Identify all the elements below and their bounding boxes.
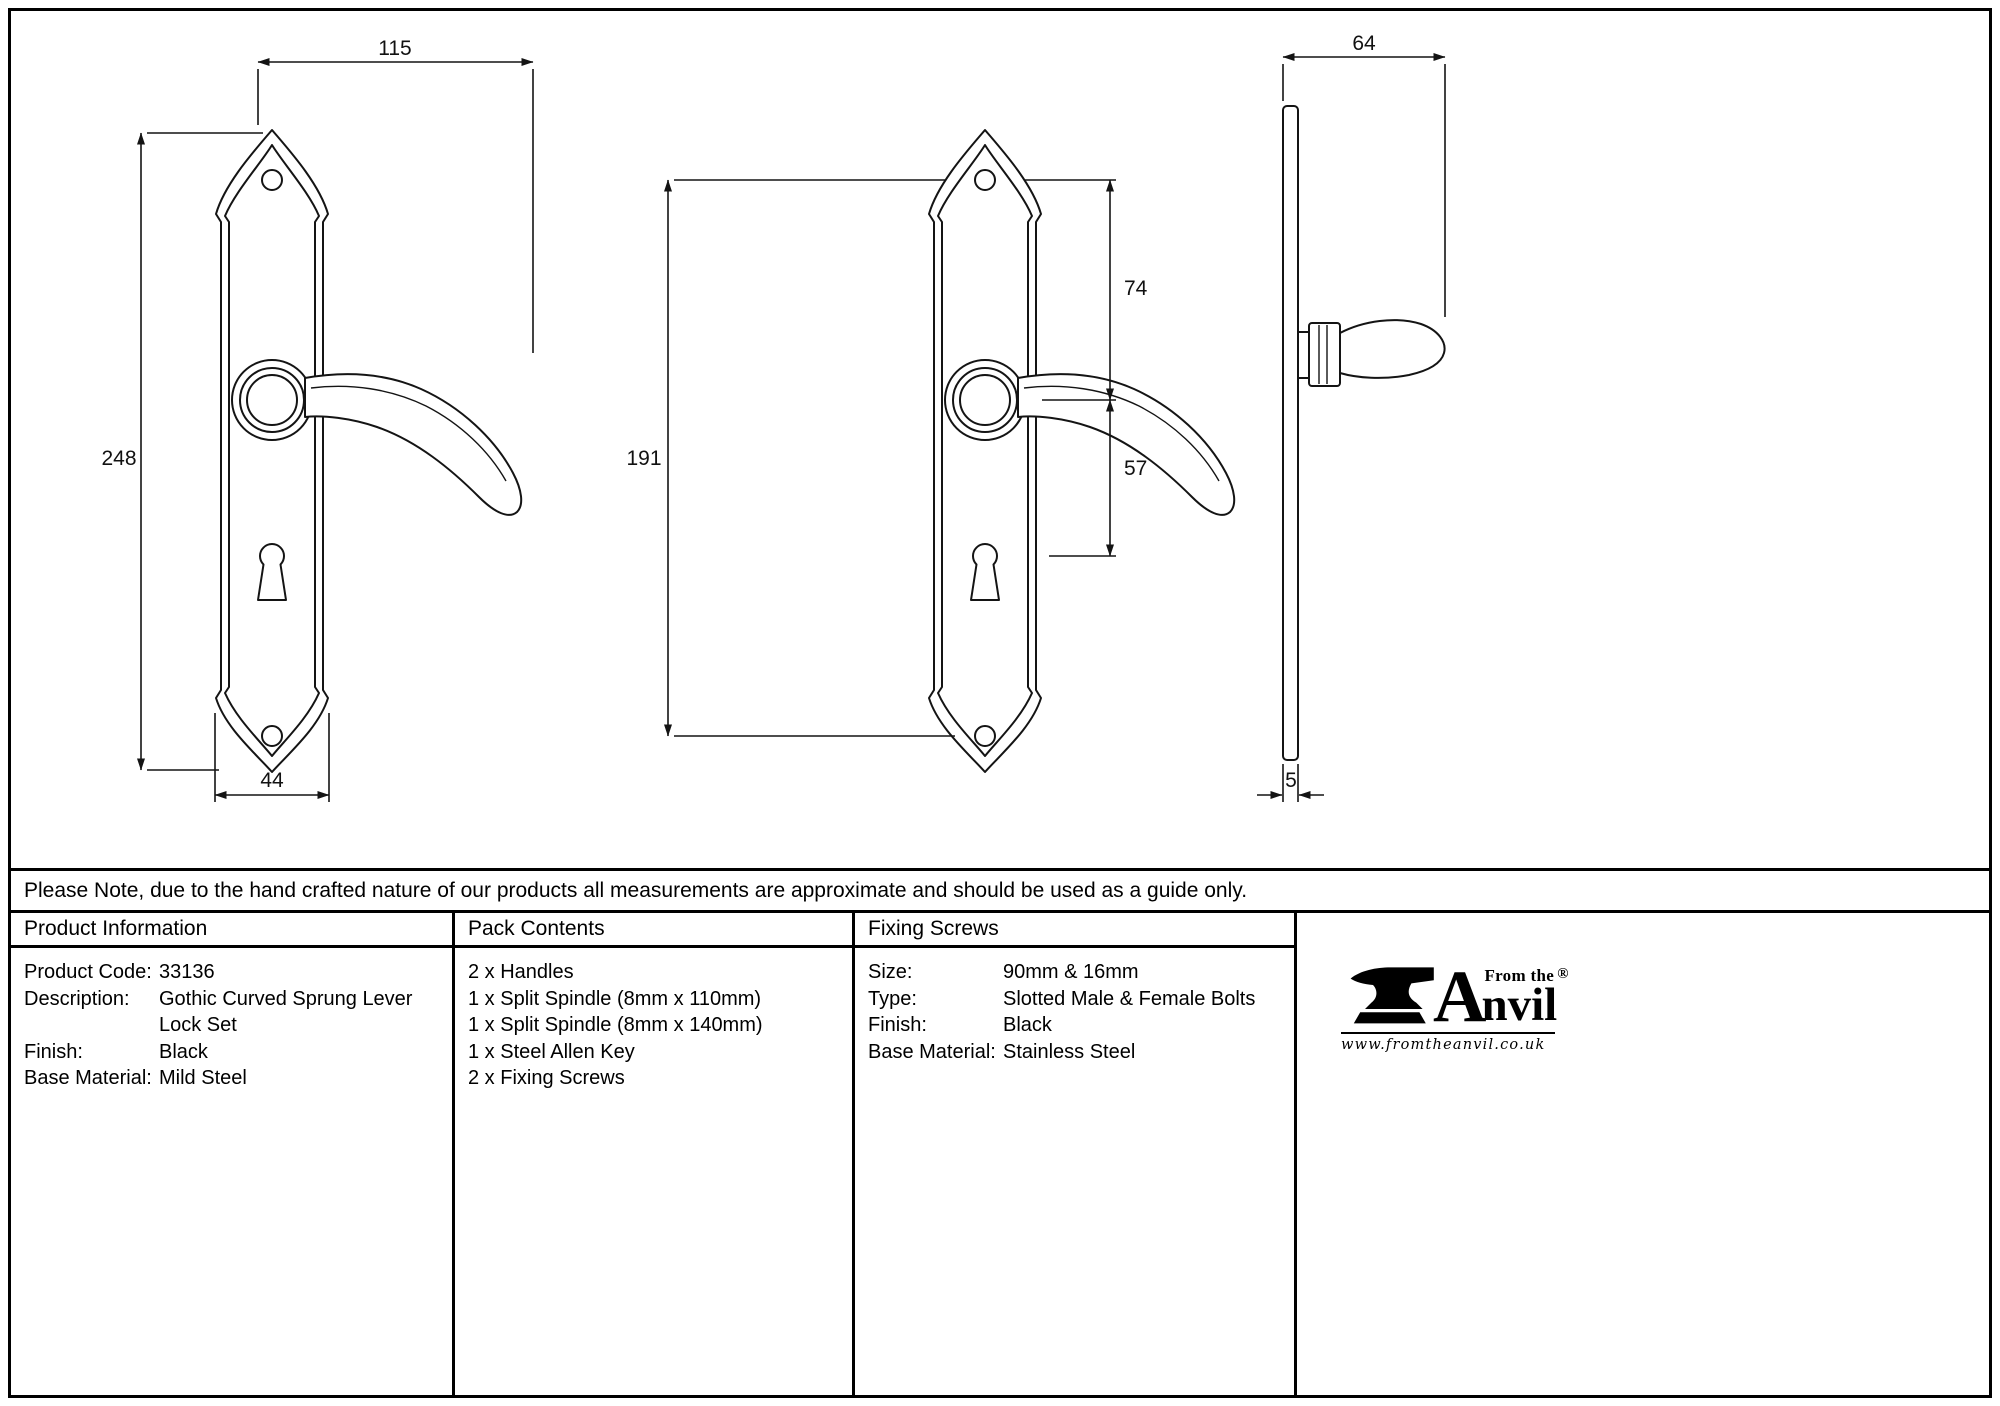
description-row: Description: Gothic Curved Sprung Lever … xyxy=(24,986,452,1039)
dim-plate-width-label: 44 xyxy=(260,769,284,792)
logo-initial: A xyxy=(1433,955,1487,1038)
dim-spindle-to-keyhole: 57 xyxy=(1049,399,1147,557)
base-material-value: Mild Steel xyxy=(159,1067,247,1089)
pack-item: 2 x Handles xyxy=(468,961,574,983)
brand-logo-cell: A From the nvil ® www.fromtheanvil.co.uk xyxy=(1297,913,1989,1395)
logo-tagline: From the xyxy=(1484,966,1555,986)
screw-size-row: Size: 90mm & 16mm xyxy=(868,959,1294,986)
dim-plate-thickness-label: 5 xyxy=(1285,769,1297,792)
pack-contents-header: Pack Contents xyxy=(455,913,855,948)
screw-size-label: Size: xyxy=(868,961,913,983)
website-url: www.fromtheanvil.co.uk xyxy=(1341,1032,1555,1053)
brand-logo: A From the nvil ® xyxy=(1341,955,1989,1038)
dim-projection-label: 64 xyxy=(1352,32,1376,55)
screw-material-value: Stainless Steel xyxy=(1003,1040,1136,1063)
finish-row: Finish: Black xyxy=(24,1039,452,1066)
screw-type-label: Type: xyxy=(868,987,917,1010)
screw-size-value: 90mm & 16mm xyxy=(1003,961,1139,983)
dim-hole-to-spindle-label: 74 xyxy=(1124,277,1148,300)
pack-item: 1 x Steel Allen Key xyxy=(468,1040,635,1063)
finish-label: Finish: xyxy=(24,1040,83,1063)
logo-wordmark: A From the nvil ® xyxy=(1433,955,1569,1038)
front-elevation-drawing: 115 248 44 xyxy=(101,37,534,802)
registered-mark: ® xyxy=(1557,966,1569,983)
side-elevation-drawing: 64 5 xyxy=(1257,32,1446,802)
dim-plate-width: 44 xyxy=(214,713,330,802)
middle-elevation-drawing: 191 74 57 xyxy=(626,129,1236,773)
fixing-screws-header: Fixing Screws xyxy=(855,913,1297,948)
description-value: Gothic Curved Sprung Lever Lock Set xyxy=(159,987,413,1037)
screw-type-row: Type: Slotted Male & Female Bolts xyxy=(868,986,1294,1013)
screw-material-label: Base Material: xyxy=(868,1040,996,1063)
pack-item: 1 x Split Spindle (8mm x 110mm) xyxy=(468,987,762,1010)
product-information-header: Product Information xyxy=(11,913,455,948)
anvil-icon xyxy=(1350,967,1434,1024)
product-code-label: Product Code: xyxy=(24,961,152,983)
product-code-value: 33136 xyxy=(159,961,215,983)
screw-finish-label: Finish: xyxy=(868,1014,927,1036)
dim-projection: 64 xyxy=(1282,32,1446,317)
description-label: Description: xyxy=(24,987,130,1010)
dim-spindle-to-keyhole-label: 57 xyxy=(1124,457,1147,480)
dim-plate-height-label: 248 xyxy=(101,447,136,470)
base-material-row: Base Material: Mild Steel xyxy=(24,1065,452,1092)
side-collar-large xyxy=(1308,322,1341,387)
side-collar-small xyxy=(1297,331,1310,379)
dim-overall-width: 115 xyxy=(257,37,534,353)
spec-sheet: 115 248 44 xyxy=(8,8,1992,1398)
dim-fixing-centres: 191 xyxy=(626,179,955,737)
pack-item: 2 x Fixing Screws xyxy=(468,1067,625,1089)
dim-plate-thickness: 5 xyxy=(1257,764,1324,802)
technical-drawings: 115 248 44 xyxy=(11,11,1989,868)
pack-contents-cell: 2 x Handles 1 x Split Spindle (8mm x 110… xyxy=(455,948,855,1395)
fixing-screws-cell: Size: 90mm & 16mm Type: Slotted Male & F… xyxy=(855,948,1297,1395)
side-backplate xyxy=(1282,105,1299,761)
dim-plate-height: 248 xyxy=(101,132,263,771)
finish-value: Black xyxy=(159,1040,208,1063)
product-information-cell: Product Code: 33136 Description: Gothic … xyxy=(11,948,455,1395)
dim-overall-width-label: 115 xyxy=(378,37,411,60)
product-code-row: Product Code: 33136 xyxy=(24,959,452,986)
screw-finish-row: Finish: Black xyxy=(868,1012,1294,1039)
screw-material-row: Base Material: Stainless Steel xyxy=(868,1039,1294,1066)
side-lever-grip xyxy=(1339,319,1446,379)
product-info-table: Product Information Pack Contents Fixing… xyxy=(11,910,1989,1395)
screw-finish-value: Black xyxy=(1003,1014,1052,1036)
logo-name: nvil xyxy=(1481,979,1558,1032)
dim-hole-to-spindle: 74 xyxy=(1025,179,1148,401)
note-bar: Please Note, due to the hand crafted nat… xyxy=(11,868,1989,910)
dim-fixing-centres-label: 191 xyxy=(626,447,661,470)
screw-type-value: Slotted Male & Female Bolts xyxy=(1003,987,1256,1010)
base-material-label: Base Material: xyxy=(24,1067,152,1089)
pack-item: 1 x Split Spindle (8mm x 140mm) xyxy=(468,1014,763,1036)
note-text: Please Note, due to the hand crafted nat… xyxy=(24,878,1248,902)
drawing-canvas: 115 248 44 xyxy=(101,32,1446,802)
